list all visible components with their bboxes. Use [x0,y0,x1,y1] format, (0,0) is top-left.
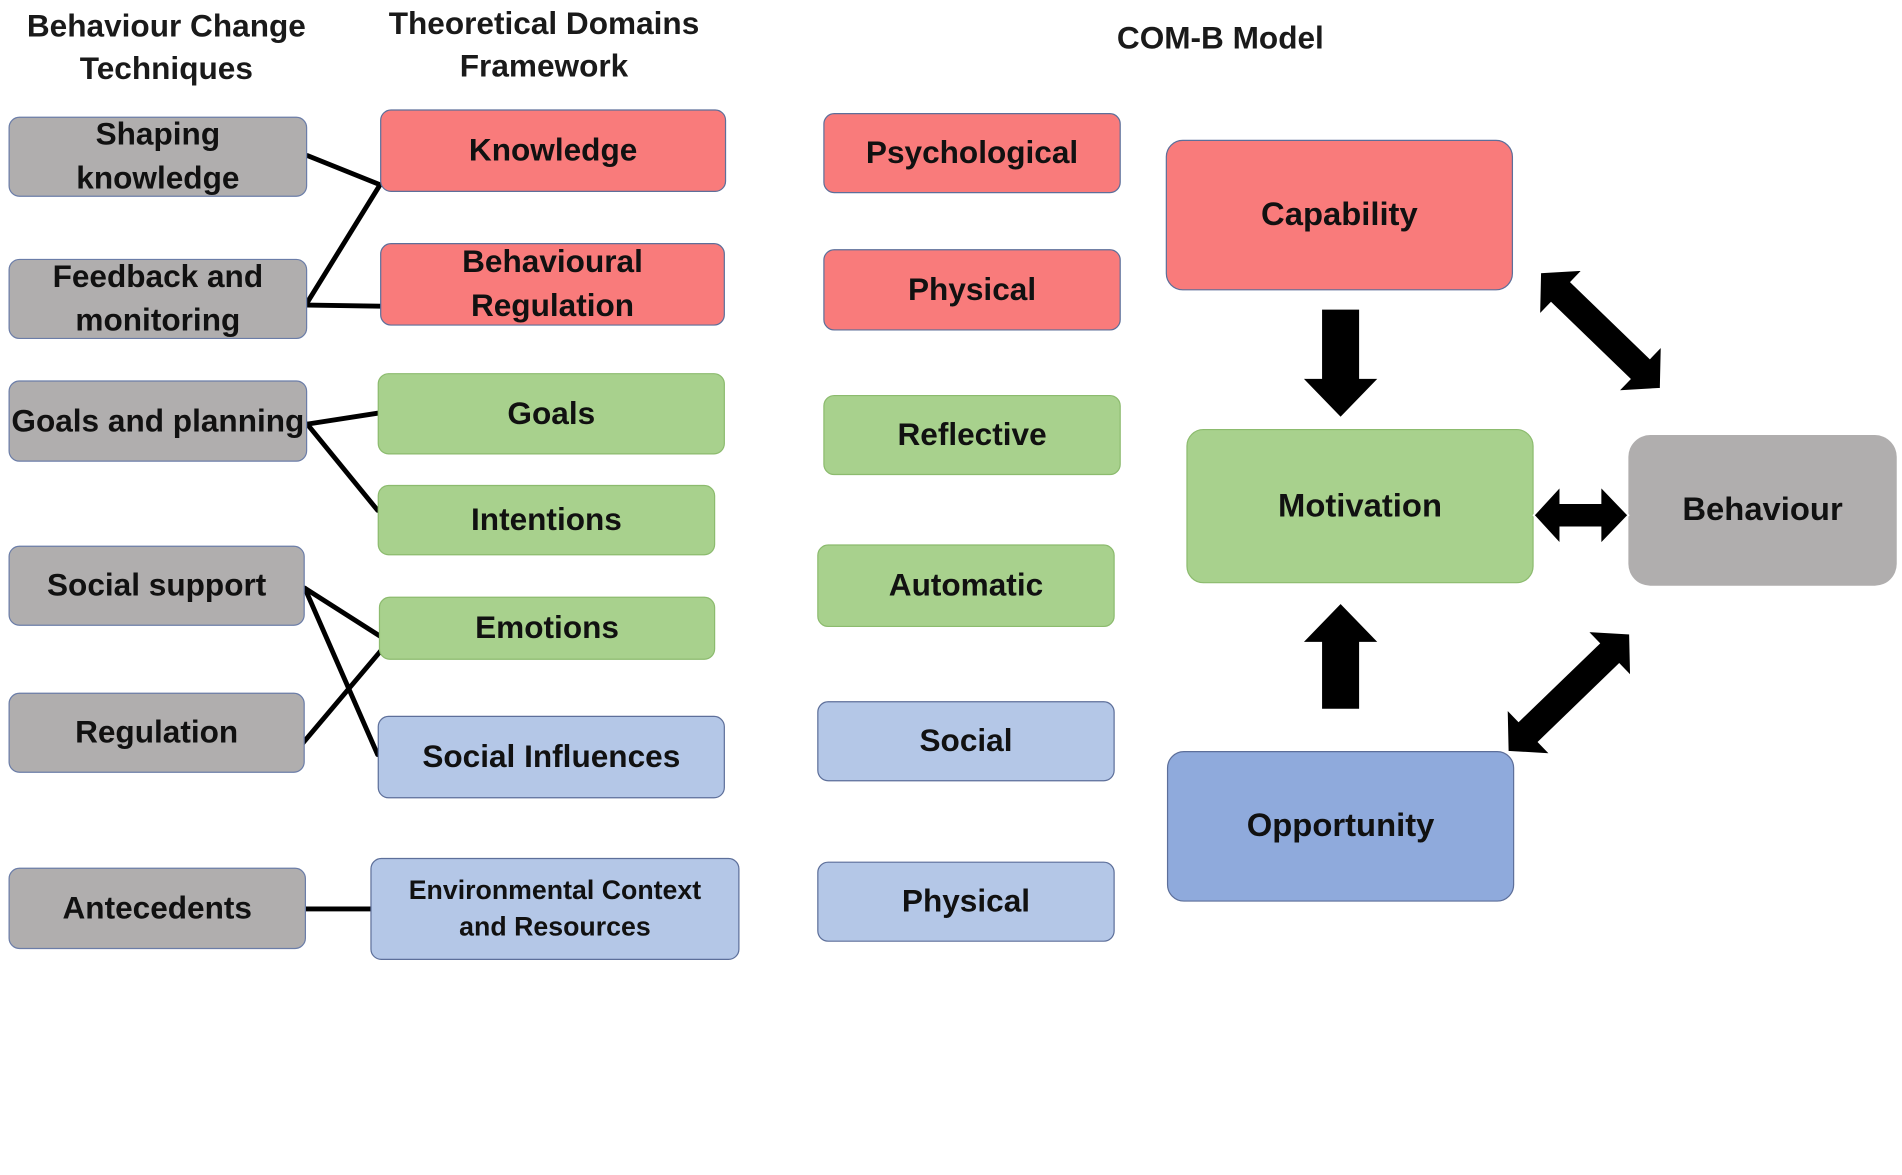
link-feedback-regulation [304,302,383,309]
tdf-emotions: Emotions [378,596,716,660]
comb-behaviour: Behaviour [1628,435,1897,586]
link-feedback-knowledge [304,182,383,306]
bct-header: Behaviour Change Techniques [26,7,306,87]
link-goals-goals [304,410,381,427]
comb-physical-capability: Physical [823,249,1121,331]
tdf-behavioural-regulation: Behavioural Regulation [380,243,725,326]
comb-physical-opportunity: Physical [817,861,1115,942]
bct-social-support: Social support [8,545,305,626]
bct-shaping-knowledge: Shaping knowledge [8,116,308,197]
comb-automatic: Automatic [817,544,1115,628]
link-regulation-emotions [299,639,392,747]
tdf-social-influences: Social Influences [377,715,725,799]
tdf-header: Theoretical Domains Framework [388,4,700,84]
bct-goals-planning: Goals and planning [8,380,308,462]
link-shaping-knowledge [304,153,383,188]
arrow-opportunity-behaviour [1505,630,1632,756]
tdf-intentions: Intentions [377,484,716,556]
comb-motivation: Motivation [1186,428,1534,584]
bct-antecedents: Antecedents [8,867,307,950]
link-social-influences [302,585,381,758]
bct-regulation: Regulation [8,692,305,773]
tdf-knowledge: Knowledge [380,109,727,193]
arrow-capability-behaviour [1538,268,1663,393]
link-goals-intentions [304,421,381,513]
arrow-opportunity-to-motivation [1299,601,1382,711]
tdf-environmental-context-resources: Environmental Context and Resources [370,857,740,961]
tdf-goals: Goals [377,373,725,455]
comb-opportunity: Opportunity [1166,750,1515,902]
arrow-motivation-behaviour [1532,483,1630,547]
comb-header: COM-B Model [1116,19,1324,56]
comb-capability: Capability [1165,139,1514,291]
arrow-capability-to-motivation [1299,307,1382,420]
link-social-emotions [302,585,392,645]
bct-feedback-monitoring: Feedback and monitoring [8,258,308,340]
comb-psychological: Psychological [823,113,1121,194]
comb-social: Social [817,701,1115,782]
comb-reflective: Reflective [823,394,1121,476]
